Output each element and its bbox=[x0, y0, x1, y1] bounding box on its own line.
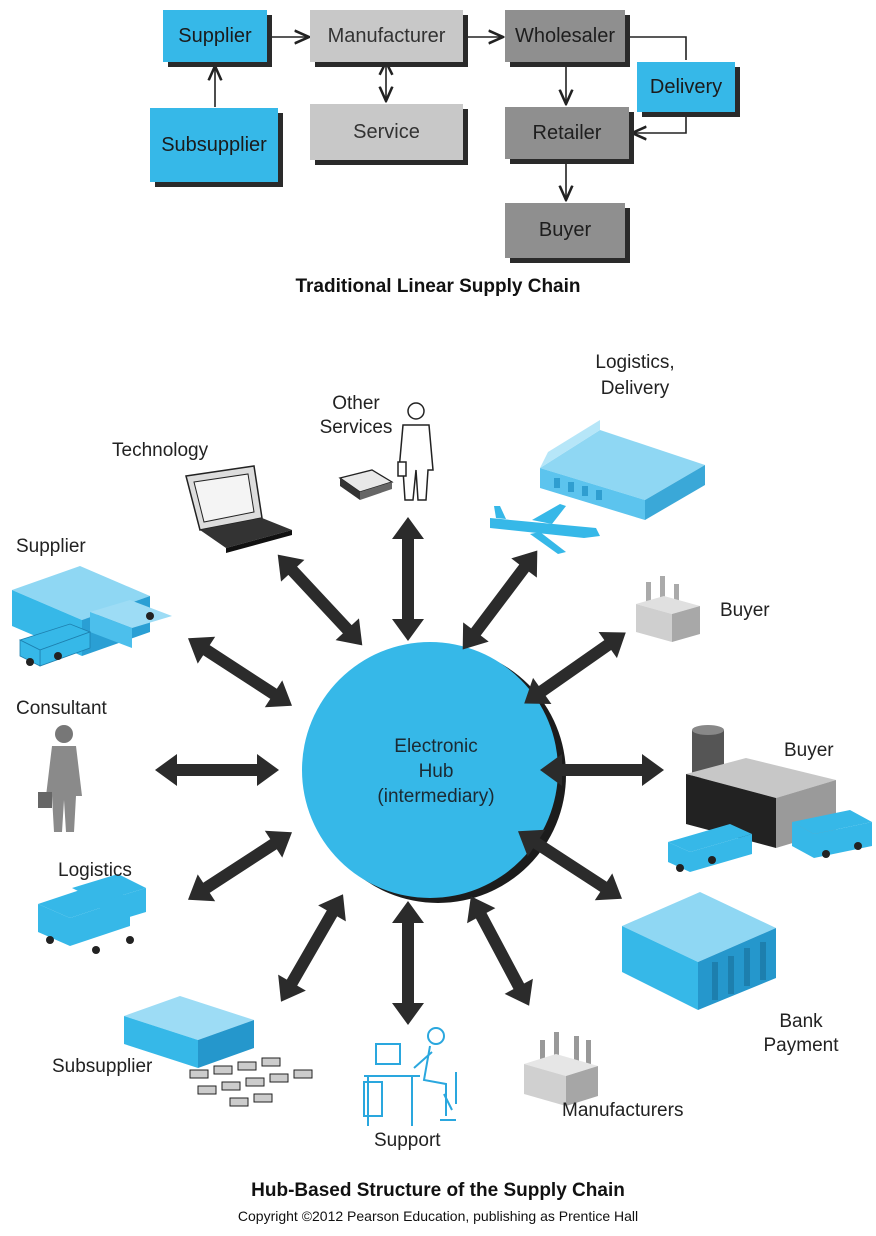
container-truck-icon bbox=[12, 566, 172, 667]
spoke-technology bbox=[266, 543, 374, 657]
box-delivery: Delivery bbox=[637, 62, 735, 112]
port-icon bbox=[124, 996, 313, 1107]
warehouse-icon bbox=[540, 420, 705, 520]
hub-label: Electronic Hub (intermediary) bbox=[336, 734, 536, 809]
plant-truck-icon bbox=[668, 725, 872, 872]
box-wholesaler: Wholesaler bbox=[505, 10, 625, 62]
linear-chain-caption: Traditional Linear Supply Chain bbox=[295, 276, 581, 297]
line-wholesaler-delivery bbox=[626, 36, 687, 60]
businessman-icon bbox=[38, 725, 82, 832]
label-bank-payment-line1: Bank bbox=[779, 1011, 823, 1032]
hub-caption: Hub-Based Structure of the Supply Chain bbox=[251, 1180, 625, 1201]
label-subsupplier: Subsupplier bbox=[52, 1056, 153, 1077]
label-logistics-delivery-line2: Delivery bbox=[600, 378, 670, 399]
spoke-manufacturers bbox=[456, 888, 544, 1014]
label-other-services: Other Services bbox=[316, 392, 396, 440]
person-icon bbox=[397, 402, 434, 501]
spoke-buyer-top bbox=[515, 619, 635, 717]
spoke-buyer-right bbox=[540, 754, 664, 786]
spoke-top bbox=[392, 517, 424, 641]
label-other-services-line1: Other bbox=[332, 393, 380, 414]
label-support: Support bbox=[374, 1130, 441, 1151]
spoke-logistics-delivery bbox=[449, 540, 551, 660]
label-manufacturers: Manufacturers bbox=[562, 1100, 684, 1121]
spoke-supplier bbox=[179, 624, 301, 720]
label-technology: Technology bbox=[112, 440, 209, 461]
bank-icon bbox=[622, 892, 776, 1010]
copyright-text: Copyright ©2012 Pearson Education, publi… bbox=[237, 1208, 639, 1224]
spoke-consultant bbox=[155, 754, 279, 786]
box-manufacturer: Manufacturer bbox=[310, 10, 463, 62]
factory-icon bbox=[636, 576, 700, 642]
label-logistics: Logistics bbox=[58, 860, 132, 881]
spoke-support bbox=[392, 901, 424, 1025]
box-service: Service bbox=[310, 104, 463, 160]
label-buyer-right: Buyer bbox=[784, 740, 834, 761]
spoke-subsupplier bbox=[267, 886, 357, 1010]
desk-worker-icon bbox=[363, 1027, 457, 1126]
label-buyer-top: Buyer bbox=[720, 600, 770, 621]
hub-label-line3: (intermediary) bbox=[377, 786, 495, 807]
label-consultant: Consultant bbox=[16, 698, 107, 719]
label-supplier: Supplier bbox=[16, 536, 86, 557]
laptop-icon bbox=[185, 465, 292, 553]
airplane-icon bbox=[490, 504, 600, 554]
hub-circle bbox=[302, 642, 558, 898]
trucks-icon bbox=[38, 874, 146, 954]
hub-label-line2: Hub bbox=[418, 761, 454, 782]
factory-icon bbox=[524, 1032, 598, 1106]
hub-label-line1: Electronic bbox=[394, 736, 478, 757]
box-subsupplier: Subsupplier bbox=[150, 108, 278, 182]
label-bank-payment-line2: Payment bbox=[763, 1035, 839, 1056]
box-retailer: Retailer bbox=[505, 107, 629, 159]
box-supplier: Supplier bbox=[163, 10, 267, 62]
label-other-services-line2: Services bbox=[319, 417, 393, 438]
arrow-delivery-retailer bbox=[632, 112, 687, 133]
linear-chain-connectors bbox=[0, 0, 687, 300]
box-buyer: Buyer bbox=[505, 203, 625, 258]
fax-icon bbox=[338, 469, 394, 500]
label-logistics-delivery: Logistics, Delivery bbox=[580, 350, 690, 402]
label-logistics-delivery-line1: Logistics, bbox=[595, 352, 675, 373]
label-bank-payment: Bank Payment bbox=[756, 1010, 846, 1058]
spoke-logistics bbox=[179, 818, 301, 914]
